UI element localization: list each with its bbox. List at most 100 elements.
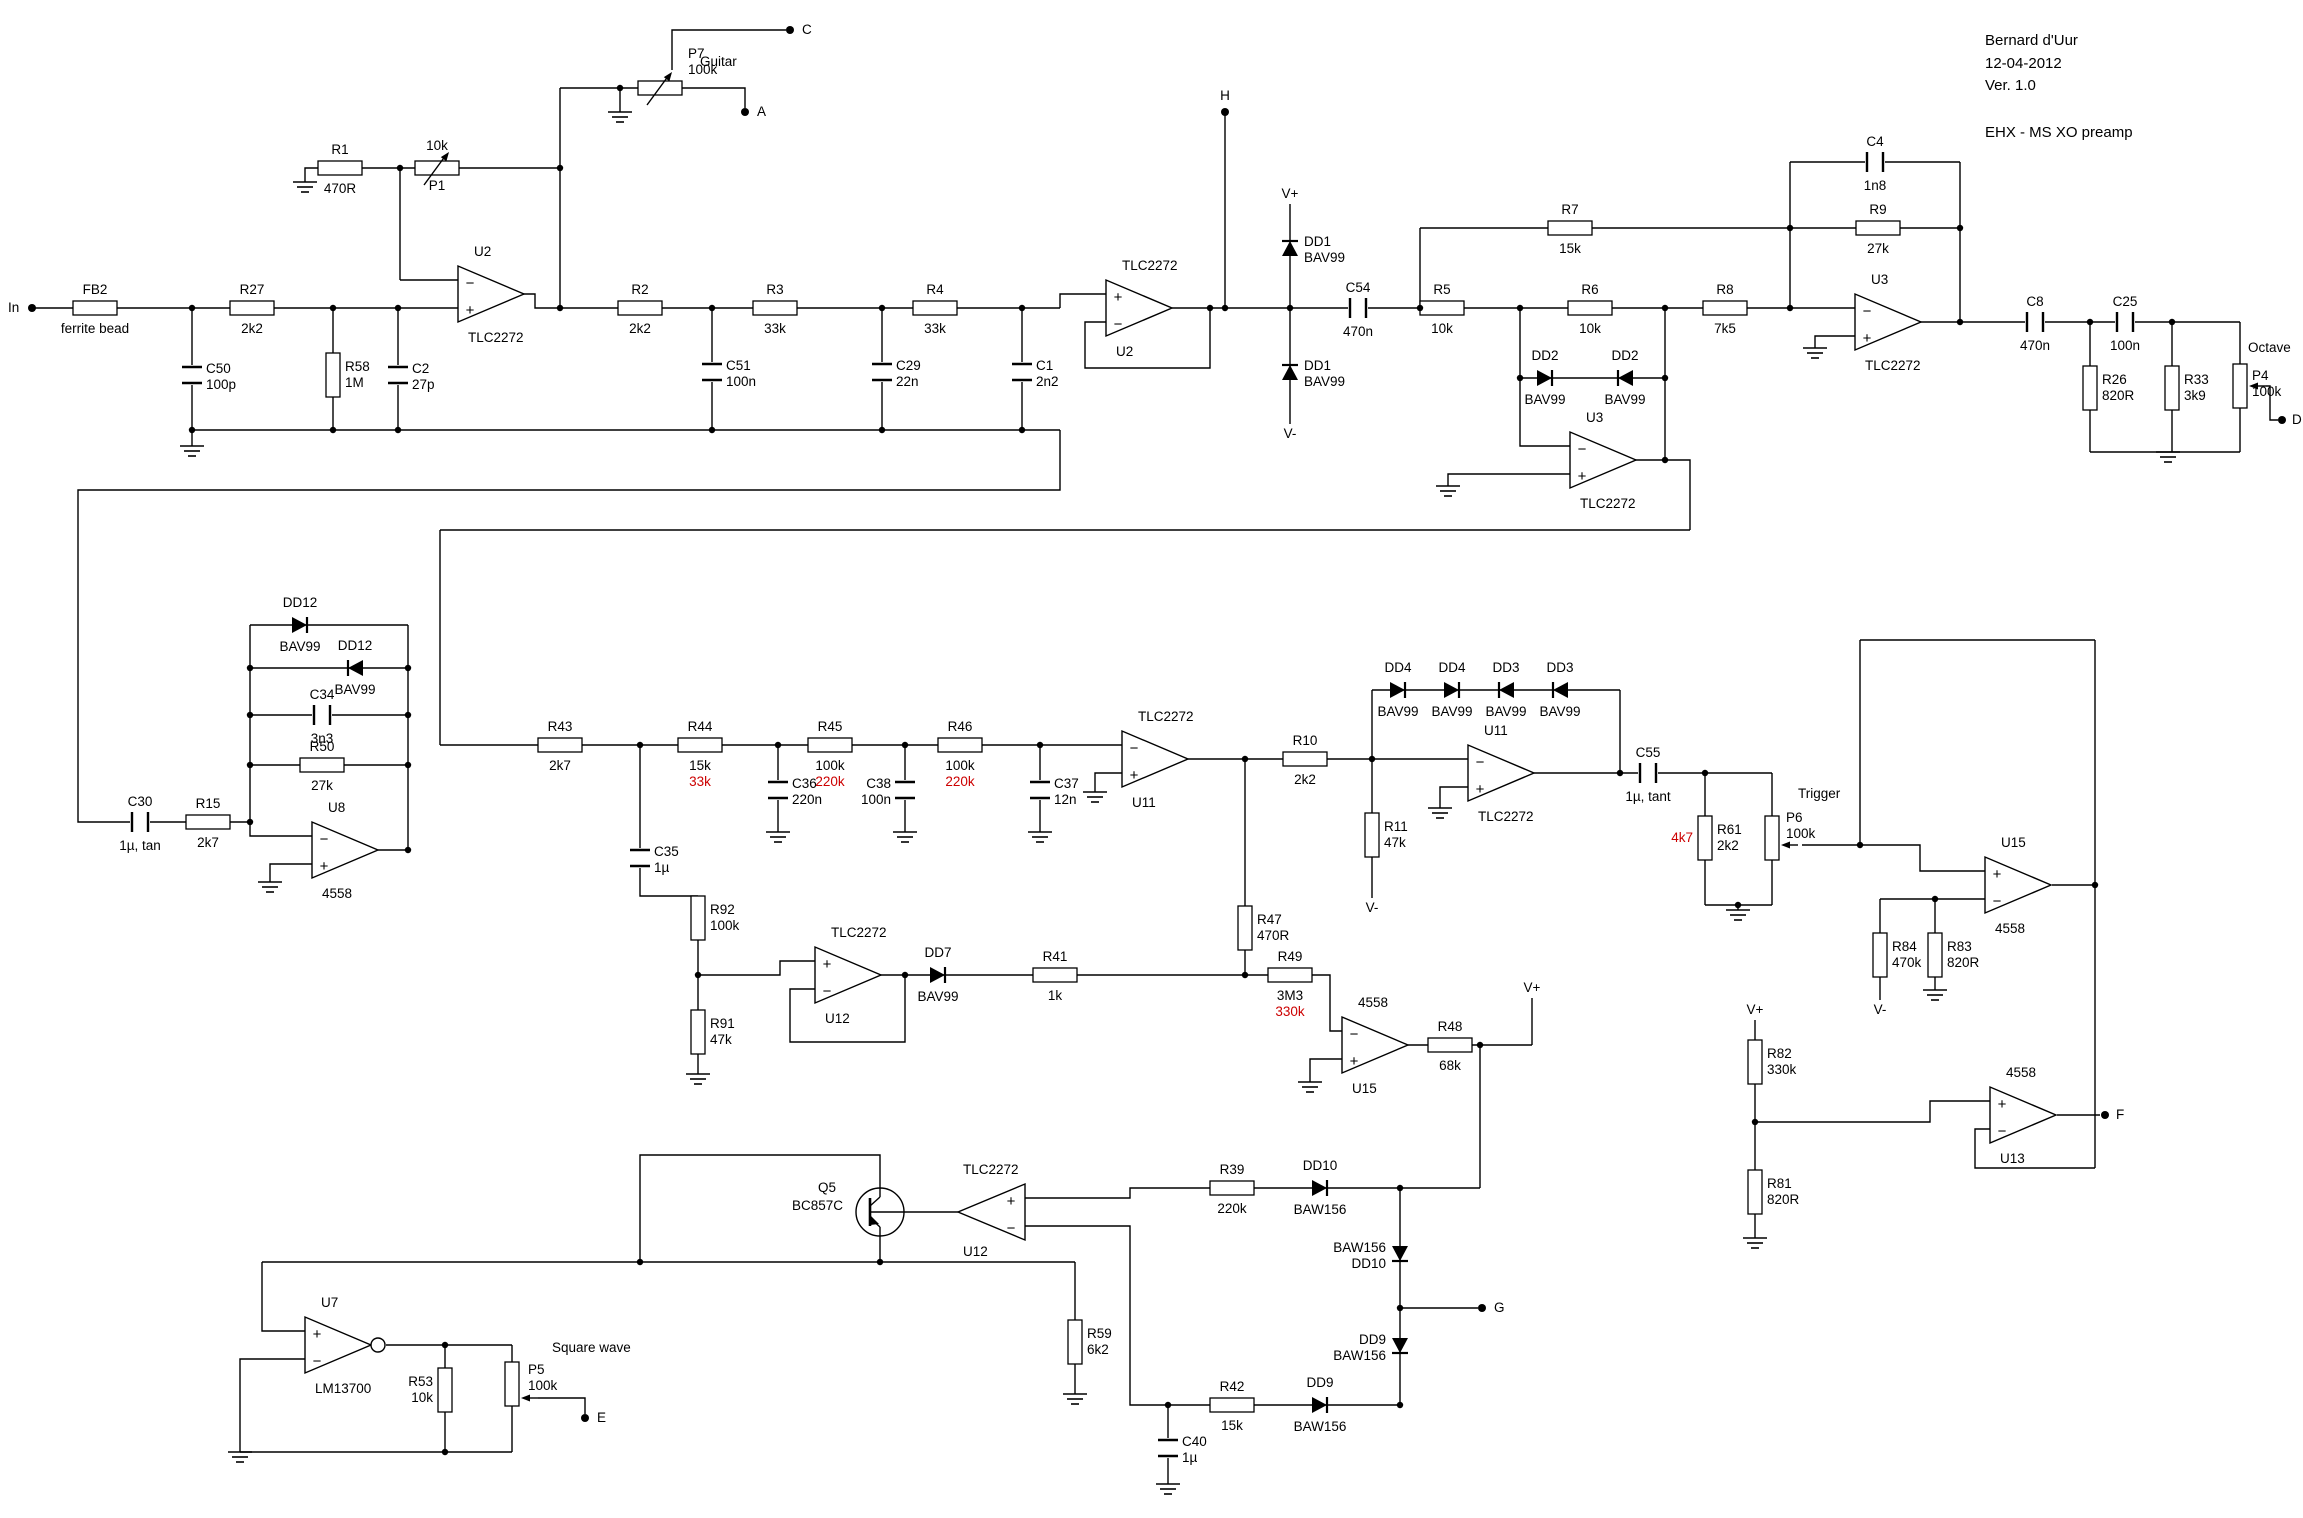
capacitor-C35 [628, 848, 652, 868]
wire [639, 1154, 881, 1262]
resistor-label: R1 [331, 142, 348, 157]
junction [1018, 304, 1026, 312]
resistor-label: R48 [1438, 1019, 1463, 1034]
capacitor-C50 [180, 365, 204, 385]
terminal-label: H [1220, 88, 1230, 103]
junction [1661, 304, 1669, 312]
capacitor-C54 [1348, 296, 1368, 320]
capacitor-label: C55 [1636, 745, 1661, 760]
resistor-value: 2k7 [197, 835, 219, 850]
diode-BAW156 [1392, 1246, 1408, 1261]
resistor-value: 6k2 [1087, 1342, 1109, 1357]
capacitor-C4 [1865, 150, 1885, 174]
resistor-value: 820R [2102, 388, 2135, 403]
resistor-R44 [677, 737, 723, 753]
junction [394, 426, 402, 434]
text-q5: Q5 [818, 1180, 836, 1195]
opamp-U8-4 [311, 820, 380, 880]
diode-value: BAV99 [1604, 392, 1645, 407]
capacitor-label: C54 [1346, 280, 1371, 295]
capacitor-value: 100n [2110, 338, 2140, 353]
wire [1094, 772, 1122, 792]
resistor-label: R27 [240, 282, 265, 297]
diode-DD4 [1390, 682, 1405, 698]
resistor-label: R3 [766, 282, 783, 297]
junction [1396, 1401, 1404, 1409]
opamp-input-sign: + [823, 956, 832, 973]
wire [77, 430, 1061, 823]
terminal-In [28, 304, 36, 312]
terminal-D [2278, 416, 2286, 424]
resistor-value: 27k [1867, 241, 1889, 256]
text-p4: P4 [2252, 368, 2269, 383]
capacitor-value: 470n [2020, 338, 2050, 353]
junction [188, 304, 196, 312]
junction [1241, 755, 1249, 763]
capacitor-C40 [1156, 1438, 1180, 1458]
junction [329, 426, 337, 434]
opamp-designator: TLC2272 [1122, 258, 1178, 273]
opamp-input-sign: − [1578, 441, 1587, 458]
resistor-R59 [1067, 1319, 1083, 1365]
opamp-output-circle [370, 1337, 386, 1353]
terminal-label: F [2116, 1107, 2124, 1122]
opamp-input-sign: + [1993, 866, 2002, 883]
resistor-value: 470R [324, 181, 357, 196]
terminal-E [581, 1414, 589, 1422]
junction [396, 164, 404, 172]
text-10k: 10k [426, 138, 448, 153]
opamp-U15-7 [1984, 855, 2053, 915]
resistor-value: 1M [345, 375, 364, 390]
junction [708, 426, 716, 434]
resistor-alt-value: 4k7 [1671, 830, 1693, 845]
opamp-part-number: U15 [1352, 1081, 1377, 1096]
junction [556, 304, 564, 312]
junction [404, 664, 412, 672]
capacitor-label: C8 [2026, 294, 2043, 309]
resistor-value: 33k [924, 321, 946, 336]
vminus-label: V- [1284, 426, 1297, 441]
diode-value: BAV99 [1524, 392, 1565, 407]
opamp-input-sign: − [1007, 1220, 1016, 1237]
diode-value: BAV99 [1304, 250, 1345, 265]
diode-label: DD4 [1384, 660, 1411, 675]
resistor-label: R43 [548, 719, 573, 734]
opamp-input-sign: + [1114, 289, 1123, 306]
diode-label: DD12 [338, 638, 373, 653]
transistor-collector [869, 1196, 881, 1207]
wire [304, 167, 560, 182]
resistor-label: R10 [1293, 733, 1318, 748]
opamp-designator: U3 [1871, 272, 1888, 287]
terminal-F [2101, 1111, 2109, 1119]
resistor-value: 3k9 [2184, 388, 2206, 403]
wire [1025, 1187, 1210, 1199]
resistor-label: R91 [710, 1016, 735, 1031]
wire [249, 625, 312, 837]
junction [1661, 456, 1669, 464]
junction [246, 818, 254, 826]
resistor-label: R83 [1947, 939, 1972, 954]
wire [261, 1262, 305, 1332]
text-trigger: Trigger [1798, 786, 1841, 801]
capacitor-label: C35 [654, 844, 679, 859]
capacitor-label: C29 [896, 358, 921, 373]
resistor-value: 100k [945, 758, 975, 773]
vplus-label: V+ [1747, 1002, 1764, 1017]
diode-value: BAW156 [1294, 1419, 1347, 1434]
resistor-label: R82 [1767, 1046, 1792, 1061]
diode-label: DD3 [1546, 660, 1573, 675]
opamp-designator: 4558 [2006, 1065, 2036, 1080]
resistor-label: R8 [1716, 282, 1733, 297]
resistor-alt-value: 220k [815, 774, 845, 789]
wire [1635, 459, 1691, 530]
resistor-label: R53 [408, 1374, 433, 1389]
capacitor-label: C2 [412, 361, 429, 376]
opamp-input-sign: − [1993, 893, 2002, 910]
capacitor-value: 1µ [654, 860, 670, 875]
resistor-R10 [1282, 751, 1328, 767]
resistor-label: R33 [2184, 372, 2209, 387]
junction [636, 741, 644, 749]
terminal-label: G [1494, 1300, 1505, 1315]
resistor-label: R49 [1278, 949, 1303, 964]
diode-DD3 [1553, 682, 1568, 698]
